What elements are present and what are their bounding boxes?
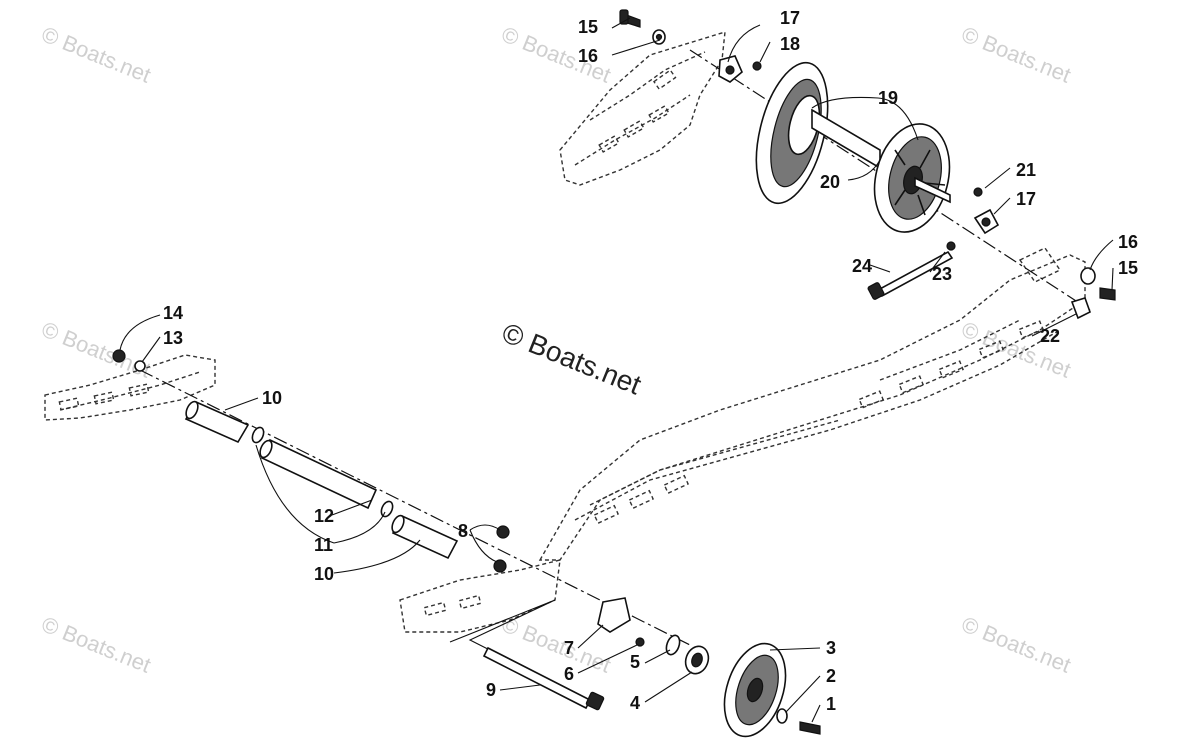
callout-24: 24 <box>852 256 872 276</box>
nut-22 <box>1070 297 1091 320</box>
callout-labels: 1 2 3 4 5 6 7 8 9 10 10 11 12 13 14 15 1… <box>163 8 1138 714</box>
nut-18 <box>752 61 762 71</box>
callout-11: 11 <box>314 535 333 555</box>
callout-3: 3 <box>826 638 836 658</box>
washer-23 <box>946 241 956 251</box>
callout-19: 19 <box>878 88 898 108</box>
bolt-6 <box>635 637 645 647</box>
callout-21: 21 <box>1016 160 1036 180</box>
nut-8-lower <box>493 559 507 573</box>
callout-7: 7 <box>564 638 574 658</box>
callout-5: 5 <box>630 652 640 672</box>
callout-12: 12 <box>314 506 334 526</box>
callout-15-lower: 15 <box>1118 258 1138 278</box>
watermark-tile: © Boats.net <box>38 316 154 382</box>
main-frame-rail <box>399 247 1086 633</box>
wheel-bracket-7 <box>597 597 631 633</box>
callout-16-lower: 16 <box>1118 232 1138 252</box>
upper-idler-wheel-assembly <box>755 61 951 233</box>
callout-18: 18 <box>780 34 800 54</box>
watermark-center: © Boats.net <box>498 317 646 401</box>
callout-13: 13 <box>163 328 183 348</box>
rear-frame-rail <box>559 31 726 186</box>
upper-hardware <box>619 9 1116 320</box>
callout-4: 4 <box>630 693 640 713</box>
watermark-tile: © Boats.net <box>958 21 1074 87</box>
lower-wheel-assembly <box>482 597 821 738</box>
watermark-tile: © Boats.net <box>38 611 154 677</box>
callout-2: 2 <box>826 666 836 686</box>
callout-20: 20 <box>820 172 840 192</box>
callout-17-lower: 17 <box>1016 189 1036 209</box>
callout-10-upper: 10 <box>262 388 282 408</box>
callout-23: 23 <box>932 264 952 284</box>
nut-14 <box>112 349 126 363</box>
callout-15-upper: 15 <box>578 17 598 37</box>
snap-ring-5 <box>665 634 681 656</box>
bolt-15-lower <box>1099 287 1116 301</box>
nut-8-upper <box>496 525 510 539</box>
leader-lines <box>119 17 1114 723</box>
callout-6: 6 <box>564 664 574 684</box>
washer-2 <box>776 708 788 724</box>
callout-1: 1 <box>826 694 836 714</box>
callout-16-upper: 16 <box>578 46 598 66</box>
washer-13 <box>134 360 146 372</box>
bolt-21 <box>973 187 983 197</box>
washer-16-lower <box>1080 267 1096 285</box>
ring-11-lower <box>380 500 394 518</box>
left-frame-rail <box>44 354 216 421</box>
callout-17-upper: 17 <box>780 8 800 28</box>
callout-14: 14 <box>163 303 183 323</box>
callout-8: 8 <box>458 521 468 541</box>
ring-11-upper <box>251 426 265 444</box>
callout-10-lower: 10 <box>314 564 334 584</box>
callout-22: 22 <box>1040 326 1060 346</box>
callout-9: 9 <box>486 680 496 700</box>
cross-shaft-assembly <box>112 349 510 573</box>
watermark-tile: © Boats.net <box>958 611 1074 677</box>
bolt-1 <box>799 721 821 735</box>
watermark-tile: © Boats.net <box>38 21 154 87</box>
axle-bolt-9 <box>482 646 592 710</box>
